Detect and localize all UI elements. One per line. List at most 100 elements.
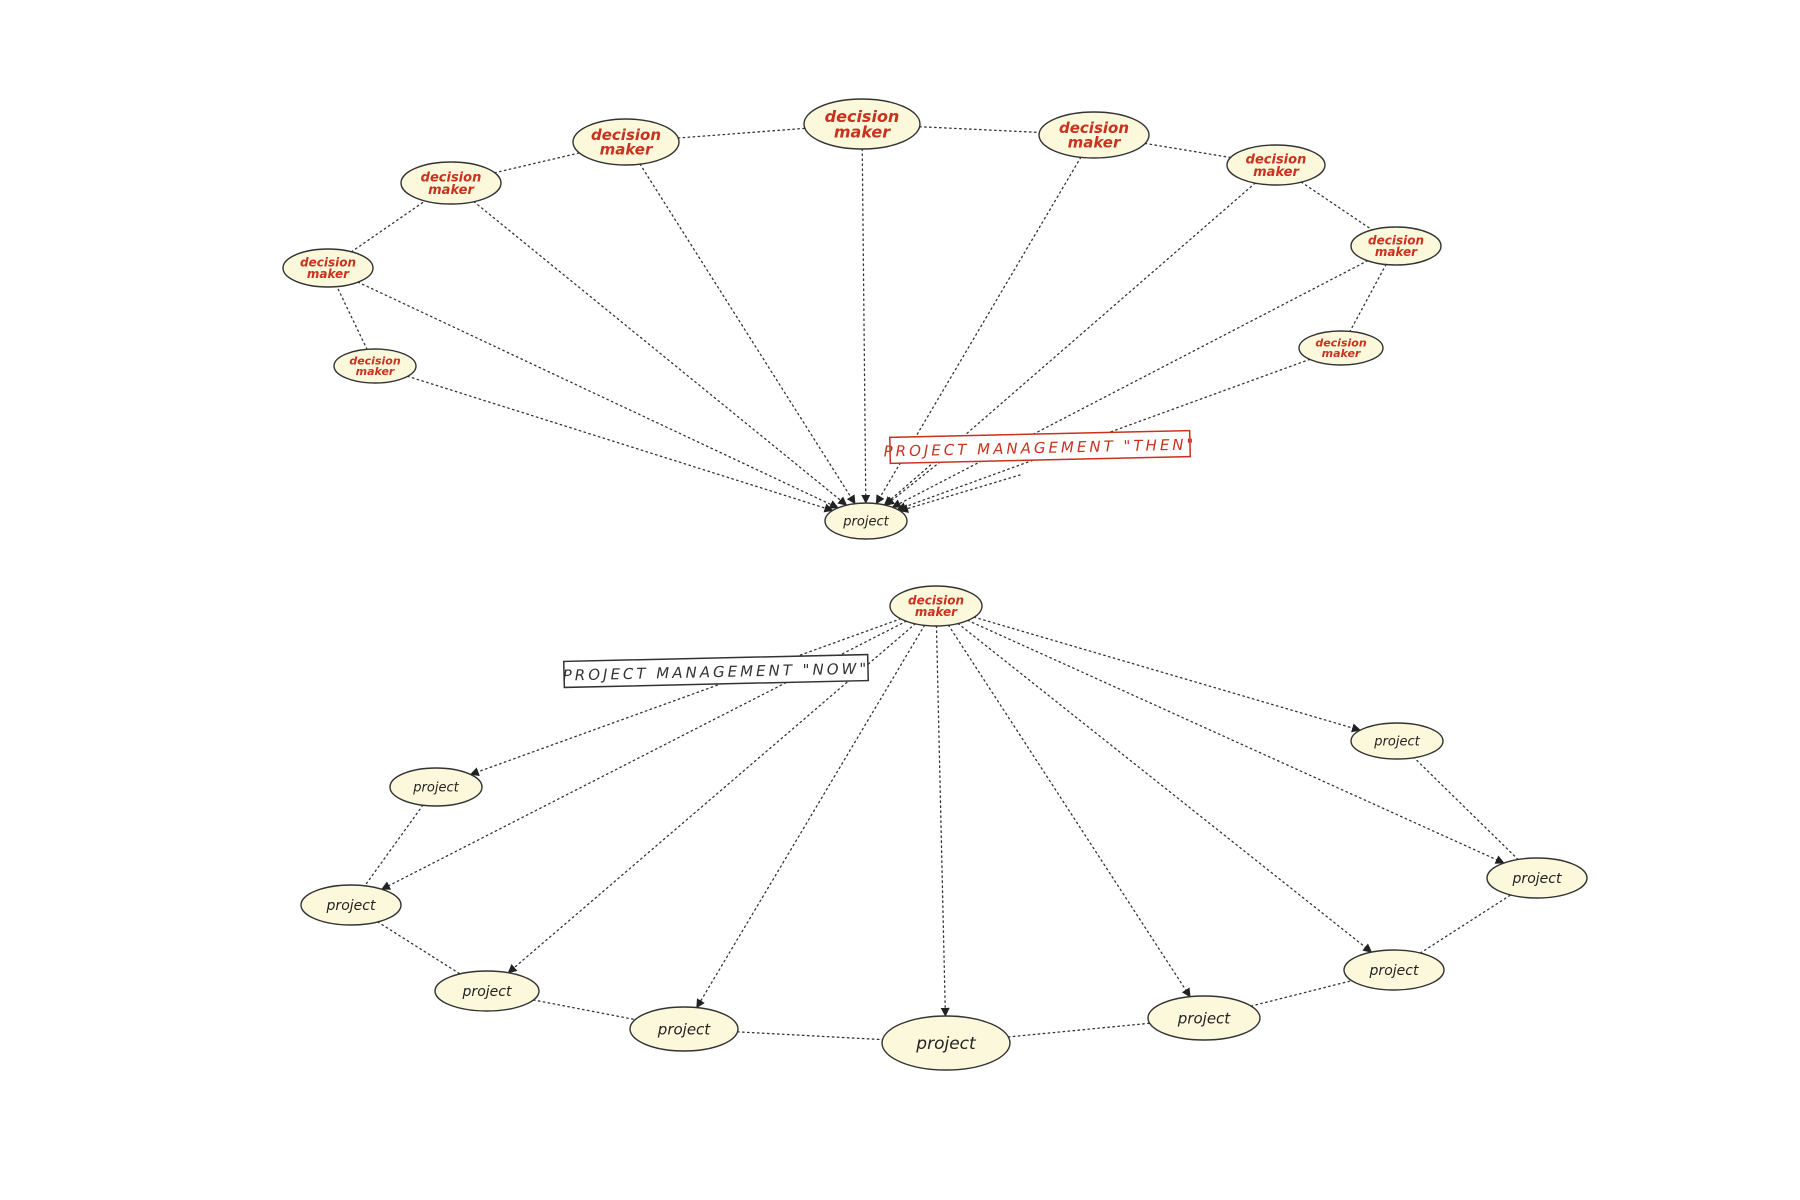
then-spoke-11 (899, 474, 1021, 513)
now-spoke-arrows (381, 616, 1505, 1017)
now-spoke-7 (957, 622, 1373, 953)
then-spoke-arrows (357, 148, 1369, 513)
then-spoke-4 (639, 163, 856, 505)
now-project-9: project (1350, 722, 1444, 760)
now-project-8-label: project (1512, 871, 1562, 887)
now-spoke-3 (507, 623, 916, 974)
then-decision-maker-2-ellipse (282, 248, 374, 288)
now-label-box (562, 653, 870, 689)
then-decision-maker-8-ellipse (1350, 226, 1442, 266)
then-ring-link-2 (350, 200, 426, 253)
now-label: PROJECT MANAGEMENT "NOW" (562, 653, 870, 689)
then-ring-link-4 (677, 127, 806, 139)
then-label: PROJECT MANAGEMENT "THEN" (883, 429, 1197, 465)
now-decision-maker-node-ellipse (889, 585, 983, 627)
then-ring-link-5 (919, 126, 1041, 134)
then-decision-maker-7-ellipse (1226, 144, 1326, 186)
now-project-1-ellipse (389, 767, 483, 807)
now-project-1-label: project (412, 781, 459, 796)
then-project-node-ellipse (824, 502, 908, 540)
now-project-5-label: project (915, 1034, 977, 1054)
then-ring-connectors (336, 126, 1387, 350)
then-decision-maker-1-ellipse (333, 348, 417, 384)
now-project-2-label: project (326, 898, 376, 914)
now-ring-link-1 (364, 804, 424, 887)
then-ring-link-3 (494, 152, 581, 174)
now-project-3-label: project (462, 984, 512, 1000)
now-ring-link-3 (532, 999, 636, 1021)
now-project-3-ellipse (434, 970, 540, 1012)
now-project-9-label: project (1373, 735, 1420, 750)
now-spoke-6 (947, 624, 1191, 998)
now-spoke-4 (696, 624, 926, 1009)
then-ring-link-1 (336, 285, 368, 350)
now-ring-link-2 (377, 921, 461, 975)
then-decision-maker-3-ellipse (400, 161, 502, 205)
then-project-node-label: project (842, 515, 889, 530)
now-project-7: project (1343, 949, 1445, 991)
then-spoke-1 (406, 375, 834, 513)
now-project-3: project (434, 970, 540, 1012)
then-spoke-5 (861, 148, 871, 504)
now-ring-connectors (364, 757, 1519, 1041)
then-spoke-2 (357, 281, 839, 509)
now-project-6-label: project (1177, 1009, 1232, 1027)
now-spoke-1 (469, 618, 902, 776)
then-decision-maker-9-ellipse (1298, 330, 1384, 366)
now-ring-link-7 (1419, 894, 1512, 954)
now-spoke-9 (973, 616, 1362, 733)
now-ring-link-4 (736, 1031, 884, 1041)
now-project-2: project (300, 884, 402, 926)
now-project-9-ellipse (1350, 722, 1444, 760)
then-spoke-7 (883, 182, 1256, 506)
now-spoke-8 (967, 619, 1505, 864)
then-decision-maker-6-ellipse (1038, 111, 1150, 159)
now-project-5: project (881, 1015, 1011, 1071)
now-project-7-ellipse (1343, 949, 1445, 991)
now-project-7-label: project (1369, 963, 1419, 979)
now-project-6-ellipse (1147, 995, 1261, 1041)
now-project-2-ellipse (300, 884, 402, 926)
now-project-4-label: project (657, 1020, 712, 1038)
now-project-6: project (1147, 995, 1261, 1041)
then-project-node: project (824, 502, 908, 540)
then-ring-link-8 (1349, 263, 1387, 333)
then-decision-maker-5-ellipse (803, 98, 921, 150)
now-project-5-ellipse (881, 1015, 1011, 1071)
then-spoke-3 (473, 201, 848, 506)
now-spoke-5 (935, 625, 950, 1017)
now-ring-link-6 (1250, 980, 1353, 1007)
now-project-8: project (1486, 857, 1588, 899)
then-ring-link-7 (1300, 181, 1373, 231)
now-project-4: project (629, 1006, 739, 1052)
then-label-box (888, 429, 1192, 465)
now-ring-link-8 (1413, 757, 1519, 861)
then-spoke-8 (891, 260, 1369, 508)
then-ring-link-6 (1144, 142, 1232, 159)
now-project-4-ellipse (629, 1006, 739, 1052)
